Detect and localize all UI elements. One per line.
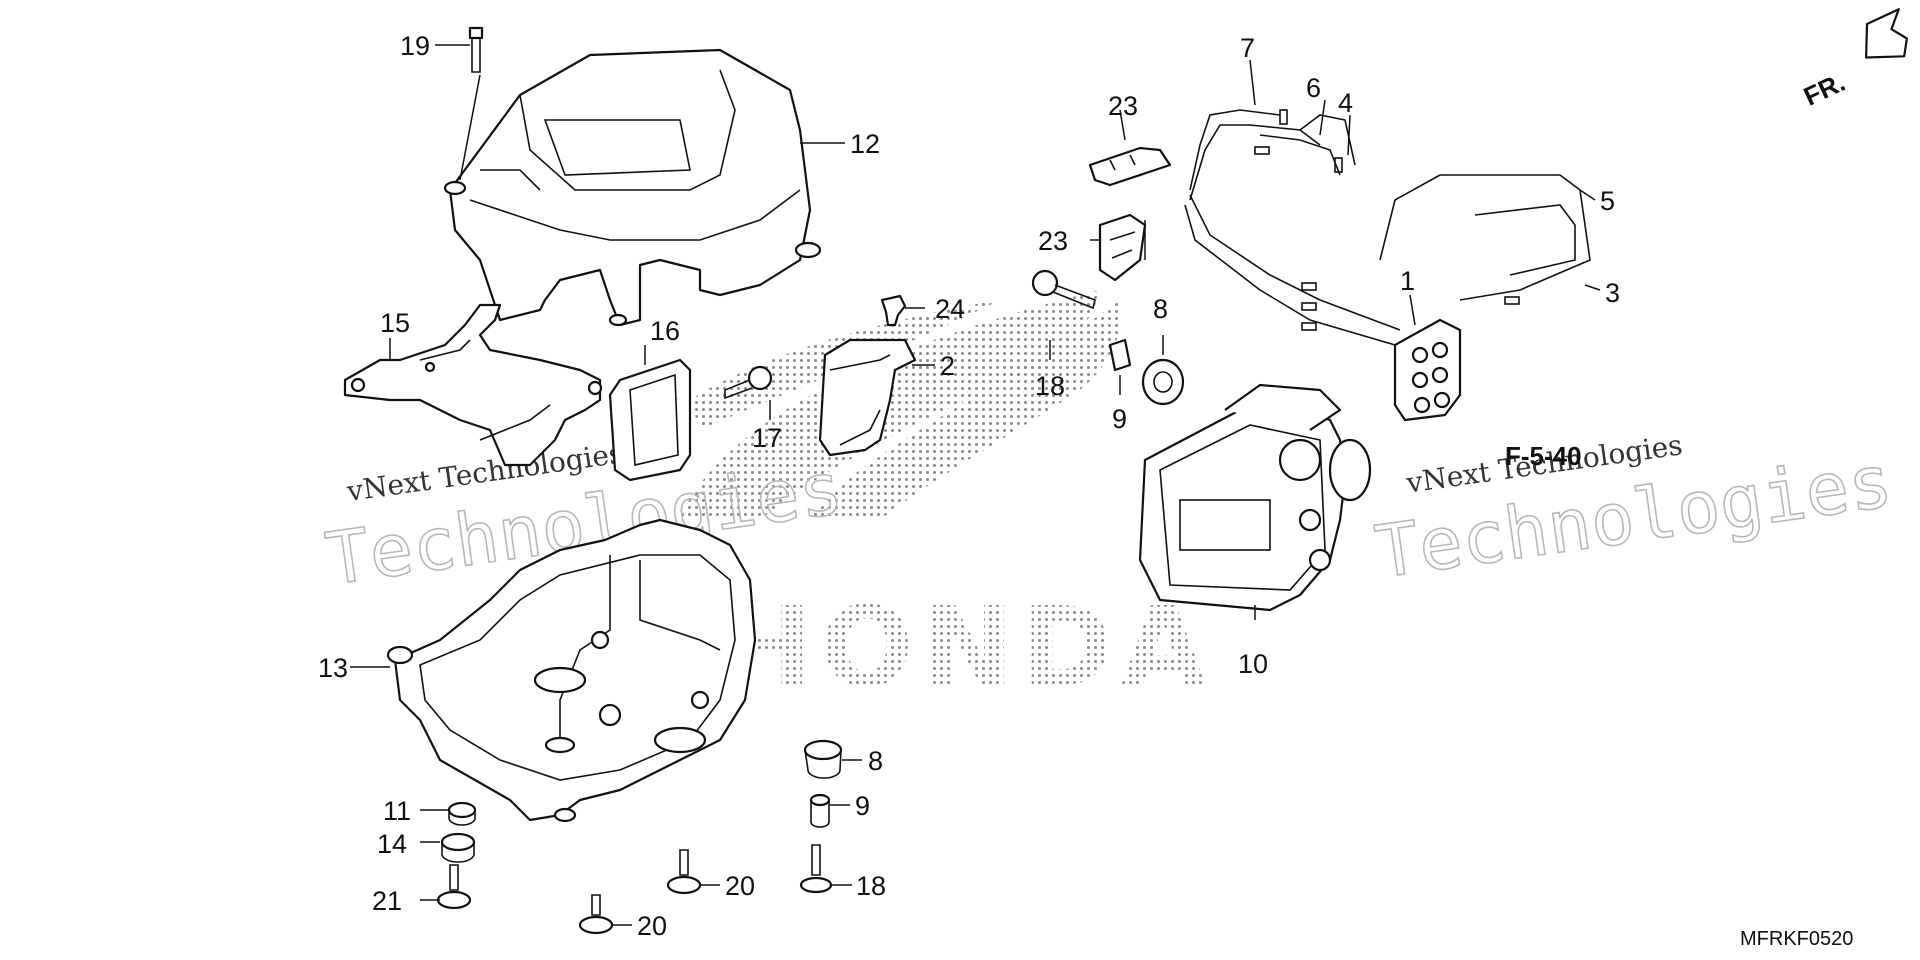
callout-3: 3	[1605, 278, 1620, 308]
callout-19: 19	[400, 31, 430, 61]
callout-20-b: 20	[637, 911, 667, 941]
callout-4: 4	[1338, 88, 1353, 118]
callout-12: 12	[850, 129, 880, 159]
part-11-nut	[447, 801, 477, 826]
callout-24: 24	[935, 294, 965, 324]
part-9-collar-upper	[1108, 338, 1132, 372]
callout-9-lower: 9	[855, 791, 870, 821]
part-1-junction-block	[1393, 318, 1462, 422]
part-2-cover	[818, 338, 917, 457]
part-24-clip	[880, 294, 907, 327]
callout-18-lower: 18	[856, 871, 886, 901]
front-direction-arrow: FR.	[1799, 8, 1908, 112]
callout-15: 15	[380, 308, 410, 338]
callout-8-upper: 8	[1153, 294, 1168, 324]
callout-13: 13	[318, 653, 348, 683]
watermark-right: Technologies vNext Technologies	[1369, 428, 1897, 595]
part-17-bolt	[724, 365, 773, 400]
part-23-clip-lower	[1098, 213, 1147, 282]
part-15-bracket	[343, 303, 603, 467]
callout-16: 14	[377, 829, 407, 859]
part-13-tray	[386, 518, 757, 823]
part-12-top-cover	[443, 48, 822, 327]
part-8-damper-lower	[803, 739, 843, 779]
part-23-clip-upper	[1088, 146, 1172, 187]
part-18-bolt-lower	[799, 844, 833, 894]
part-8-damper-upper	[1141, 358, 1185, 406]
callout-numbers: 19 12 15 16 17 24 2 18 9 8 23 23 7 6 4 5…	[318, 31, 1620, 941]
part-10-abs-modulator	[1138, 383, 1372, 612]
callout-23-upper: 23	[1108, 91, 1138, 121]
callout-9-upper: 9	[1112, 404, 1127, 434]
diagram-code: MFRKF0520	[1740, 928, 1853, 950]
part-16-grommet	[440, 832, 476, 863]
callout-20-a: 20	[725, 871, 755, 901]
honda-logo-text: HONDA	[720, 583, 1214, 711]
part-14-gasket	[608, 358, 692, 482]
callout-2: 2	[940, 351, 955, 381]
part-18-bolt-upper	[1031, 269, 1096, 310]
callout-10: 10	[1238, 649, 1268, 679]
callout-21: 21	[372, 886, 402, 916]
callout-18-upper: 18	[1035, 371, 1065, 401]
part-19-screw	[468, 26, 484, 73]
part-20-bolt-b	[578, 894, 614, 935]
reference-label: F-5-40	[1505, 441, 1582, 471]
brake-pipes	[1184, 109, 1591, 346]
callout-1: 1	[1400, 266, 1415, 296]
callout-11: 11	[383, 796, 411, 826]
callout-14: 16	[650, 316, 680, 346]
part-20-bolt-a	[666, 849, 702, 895]
leader-lines	[350, 44, 1601, 926]
callout-7: 7	[1240, 33, 1255, 63]
front-label: FR.	[1799, 67, 1850, 112]
callout-5: 6	[1306, 73, 1321, 103]
callout-8-lower: 8	[868, 746, 883, 776]
callout-6: 5	[1600, 186, 1615, 216]
callout-17: 17	[752, 423, 782, 453]
part-21-bolt	[436, 864, 472, 910]
part-9-collar-lower	[809, 793, 831, 828]
callout-23-lower: 23	[1038, 226, 1068, 256]
